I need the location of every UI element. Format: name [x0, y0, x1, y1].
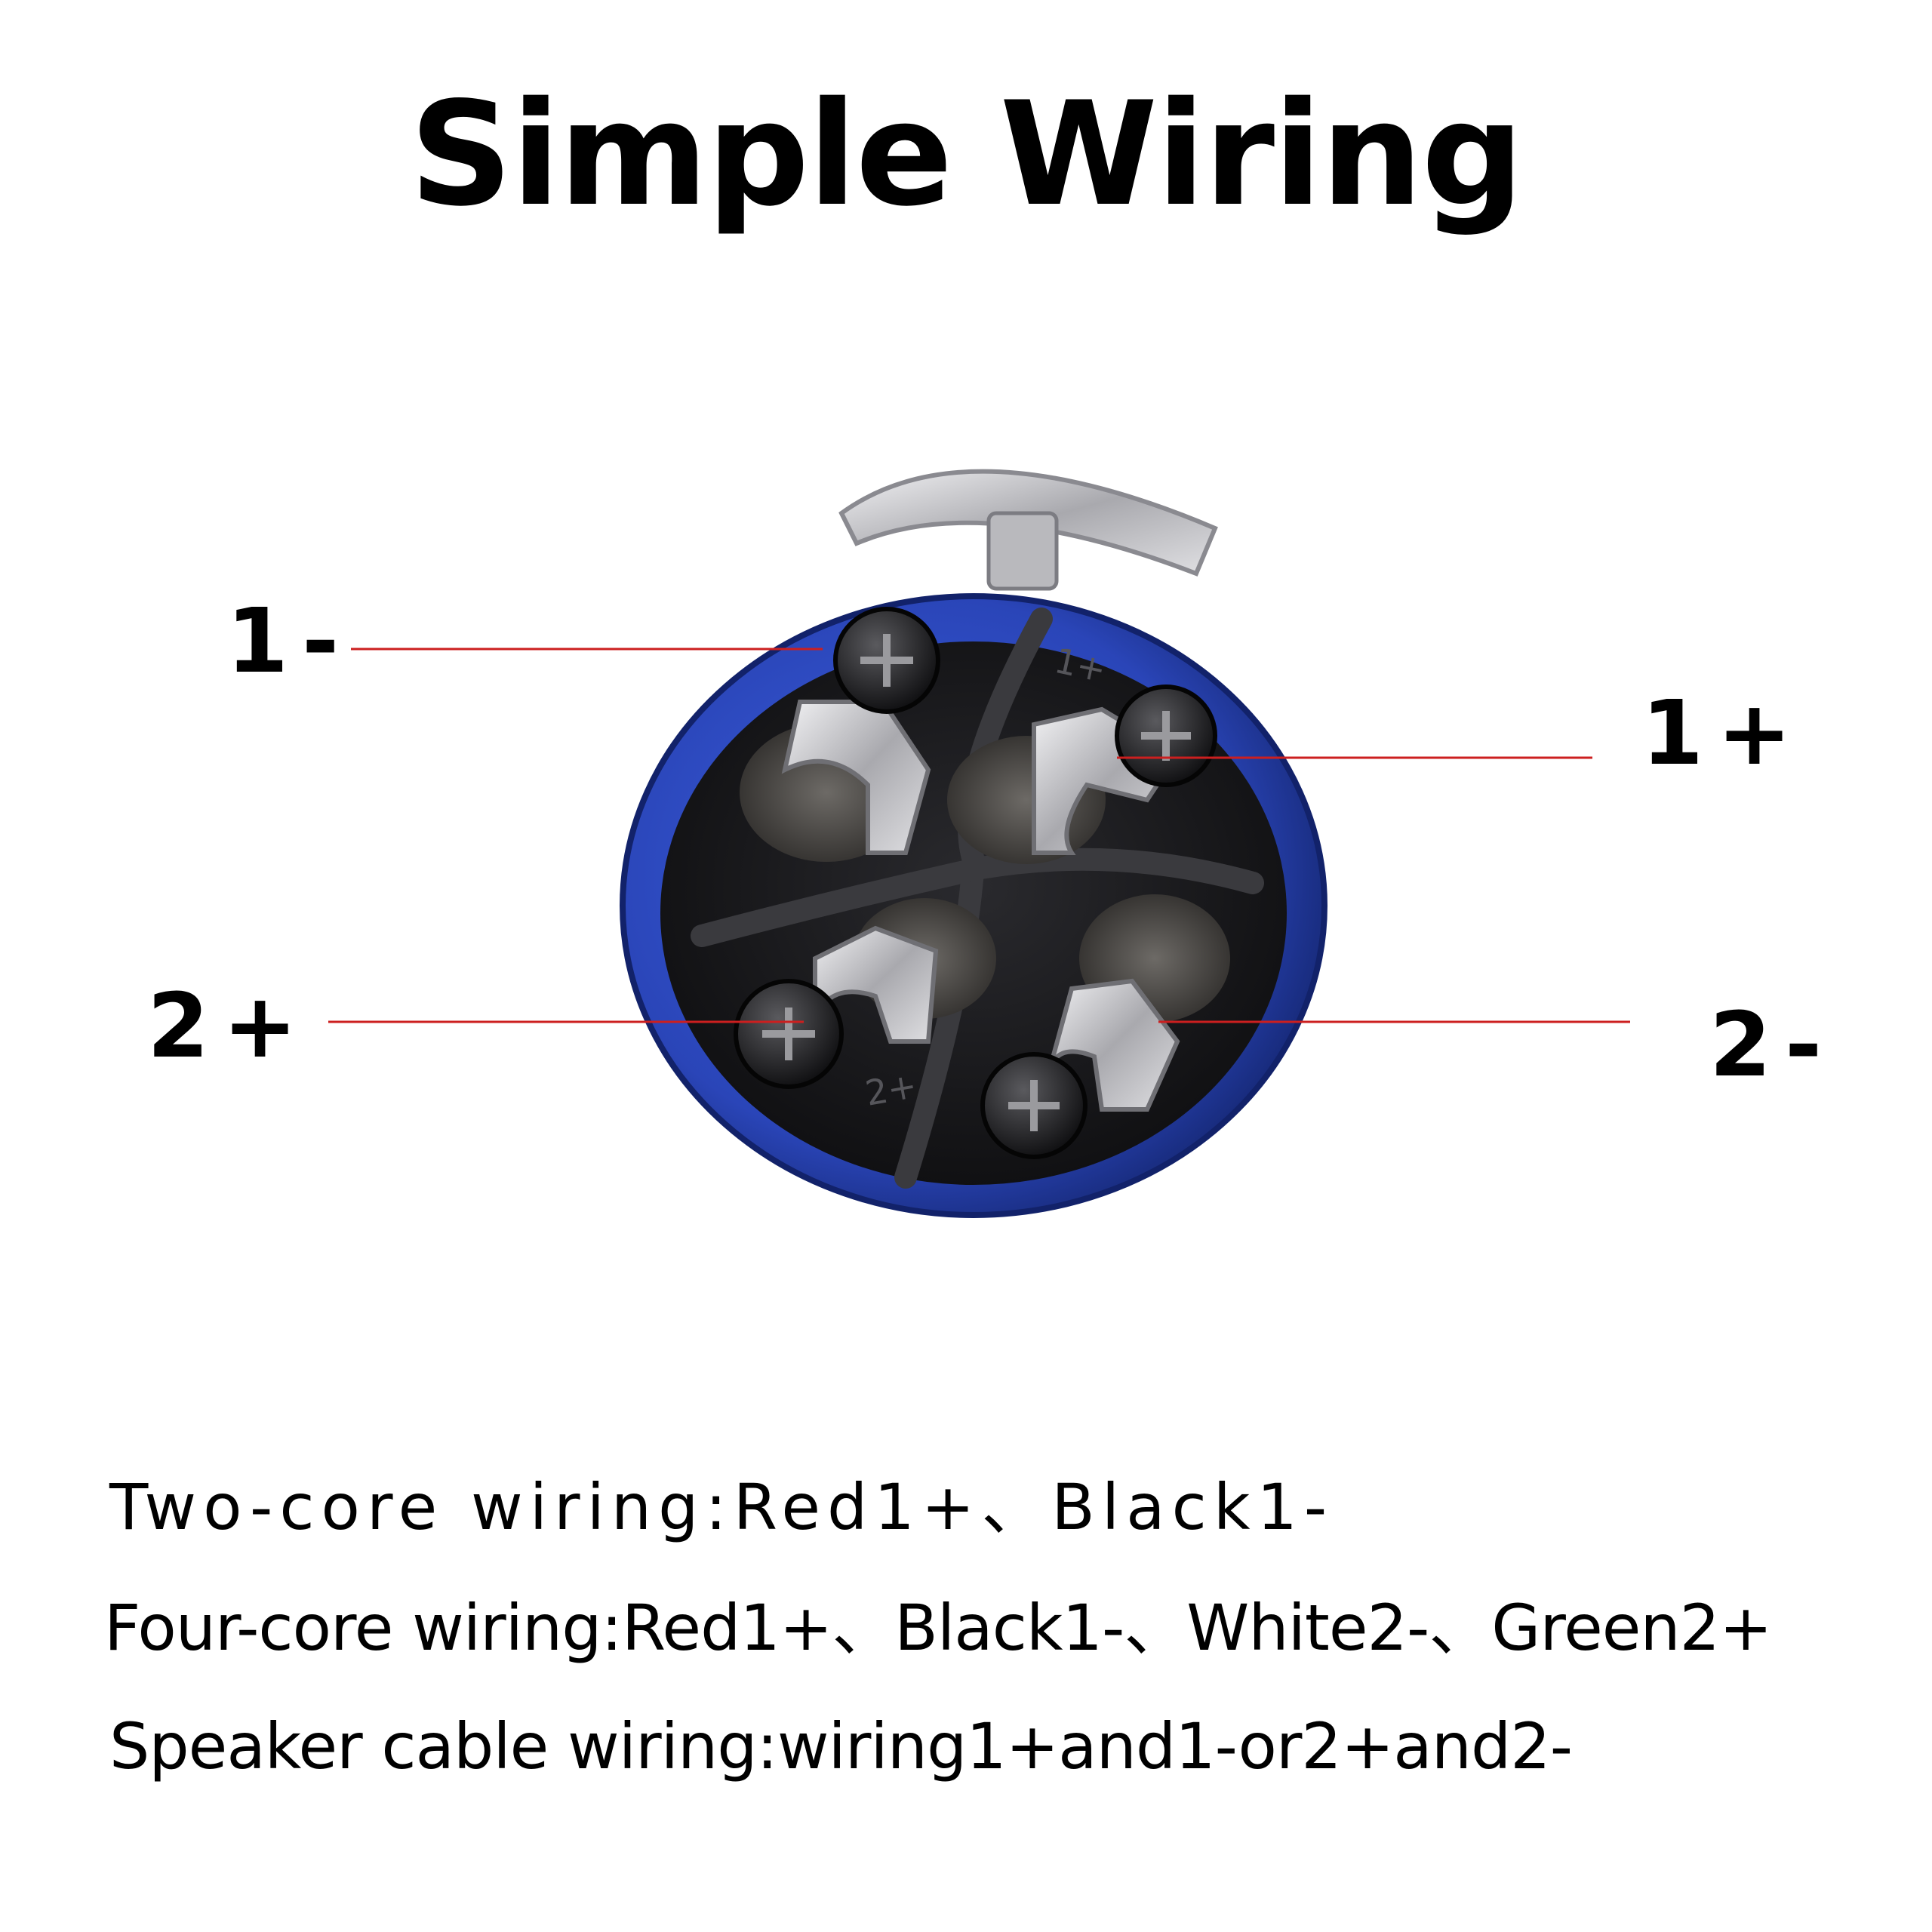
latch-tab — [838, 469, 1218, 591]
leader-lines — [328, 648, 1630, 1023]
insert-ribs — [691, 608, 1264, 1189]
pin-label-2-minus: 2- — [1709, 992, 1836, 1097]
pin-label-1-minus: 1- — [226, 589, 353, 693]
wiring-note-two-core: Two-core wiring:Red1+、Black1- — [109, 1470, 1334, 1544]
terminal-1-plus — [947, 685, 1217, 864]
wiring-note-four-core: Four-core wiring:Red1+、Black1-、White2-、G… — [104, 1591, 1772, 1665]
terminal-2-plus — [734, 898, 996, 1089]
page-title: Simple Wiring — [409, 71, 1524, 238]
pin-label-2-plus: 2+ — [147, 974, 311, 1078]
wiring-note-speaker-cable: Speaker cable wiring:wiring1+and1-or2+an… — [109, 1709, 1573, 1783]
pin-label-1-plus: 1+ — [1641, 681, 1805, 785]
terminal-1-minus — [740, 607, 940, 862]
insert-mark-2-plus: 2+ — [863, 1065, 920, 1114]
terminal-2-minus — [980, 894, 1230, 1159]
